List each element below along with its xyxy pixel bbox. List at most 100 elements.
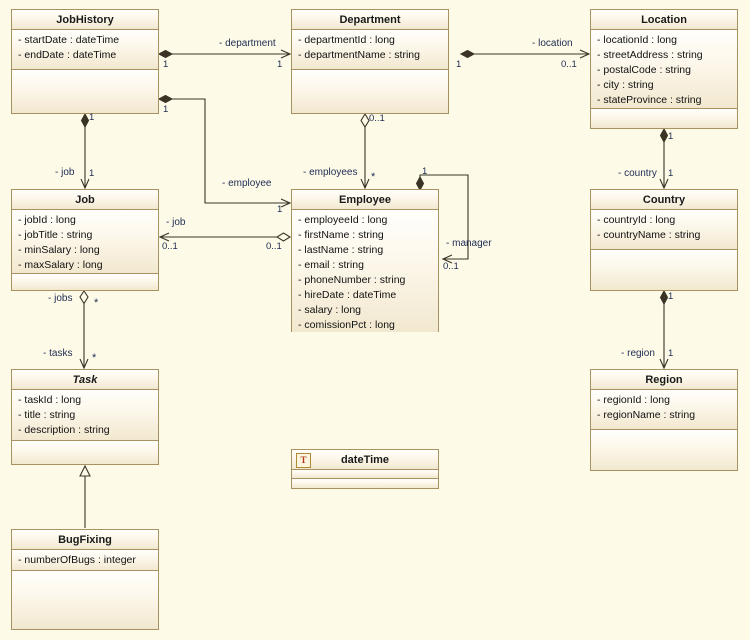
attribute: - regionName : string	[597, 409, 696, 421]
attribute: - city : string	[597, 79, 654, 91]
attribute: - employeeId : long	[298, 214, 388, 226]
multiplicity: 0..1	[443, 261, 459, 272]
attribute: - streetAddress : string	[597, 49, 703, 61]
multiplicity: 1	[89, 112, 95, 123]
class-title-region: Region	[591, 370, 737, 390]
attribute: - countryId : long	[597, 214, 676, 226]
attribute: - phoneNumber : string	[298, 274, 406, 286]
aggregation-diamond-job-task	[79, 290, 89, 305]
multiplicity: 1	[163, 104, 169, 115]
class-box-datetime[interactable]: T dateTime	[291, 449, 439, 489]
association-label-location: - location	[532, 38, 573, 49]
multiplicity: 1	[668, 291, 674, 302]
attribute: - locationId : long	[597, 34, 677, 46]
class-box-department[interactable]: Department - departmentId : long - depar…	[291, 9, 449, 114]
class-title-task: Task	[12, 370, 158, 390]
class-operations-jobhistory	[12, 70, 158, 113]
attribute: - comissionPct : long	[298, 319, 395, 331]
class-attributes-region: - regionId : long - regionName : string	[591, 390, 737, 430]
attribute: - regionId : long	[597, 394, 670, 406]
association-label-manager: - manager	[446, 238, 492, 249]
class-title-employee: Employee	[292, 190, 438, 210]
composition-diamond-location-country	[659, 127, 669, 144]
attribute: - description : string	[18, 424, 110, 436]
class-attributes-department: - departmentId : long - departmentName :…	[292, 30, 448, 70]
class-operations-country	[591, 250, 737, 290]
multiplicity: 0..1	[561, 59, 577, 70]
class-attributes-datetime	[292, 470, 438, 479]
multiplicity: 1	[163, 59, 169, 70]
attribute: - minSalary : long	[18, 244, 100, 256]
association-label-job-jobhistory: - job	[55, 167, 75, 178]
attribute: - maxSalary : long	[18, 259, 103, 271]
attribute: - departmentName : string	[298, 49, 420, 61]
class-title-department: Department	[292, 10, 448, 30]
association-label-employees: - employees	[303, 167, 358, 178]
class-attributes-bugfixing: - numberOfBugs : integer	[12, 550, 158, 571]
class-box-job[interactable]: Job - jobId : long - jobTitle : string -…	[11, 189, 159, 291]
attribute: - lastName : string	[298, 244, 384, 256]
attribute: - countryName : string	[597, 229, 701, 241]
class-title-job: Job	[12, 190, 158, 210]
multiplicity: 1	[456, 59, 462, 70]
association-label-department: - department	[219, 38, 276, 49]
multiplicity: 1	[89, 168, 95, 179]
association-label-country: - country	[618, 168, 657, 179]
class-operations-task	[12, 441, 158, 464]
association-label-region: - region	[621, 348, 655, 359]
class-title-jobhistory: JobHistory	[12, 10, 158, 30]
attribute: - startDate : dateTime	[18, 34, 120, 46]
composition-diamond-department-location	[459, 49, 476, 59]
class-attributes-jobhistory: - startDate : dateTime - endDate : dateT…	[12, 30, 158, 70]
attribute: - email : string	[298, 259, 364, 271]
class-box-country[interactable]: Country - countryId : long - countryName…	[590, 189, 738, 291]
multiplicity: 1	[668, 131, 674, 142]
multiplicity: *	[94, 297, 99, 309]
class-operations-region	[591, 430, 737, 470]
multiplicity: 0..1	[266, 241, 282, 252]
attribute: - departmentId : long	[298, 34, 395, 46]
class-attributes-job: - jobId : long - jobTitle : string - min…	[12, 210, 158, 274]
aggregation-diamond-department-employee	[360, 112, 370, 129]
association-label-job-employee: - job	[166, 217, 186, 228]
association-label-tasks: - tasks	[43, 348, 73, 359]
class-title-country: Country	[591, 190, 737, 210]
multiplicity: 0..1	[369, 113, 385, 124]
class-title-location: Location	[591, 10, 737, 30]
attribute: - taskId : long	[18, 394, 82, 406]
aggregation-diamond-employee-job	[275, 232, 292, 242]
class-title-datetime: T dateTime	[292, 450, 438, 470]
attribute: - title : string	[18, 409, 76, 421]
attribute: - endDate : dateTime	[18, 49, 117, 61]
class-attributes-employee: - employeeId : long - firstName : string…	[292, 210, 438, 332]
attribute: - hireDate : dateTime	[298, 289, 397, 301]
class-title-datetime-label: dateTime	[340, 454, 390, 466]
class-box-task[interactable]: Task - taskId : long - title : string - …	[11, 369, 159, 465]
attribute: - jobTitle : string	[18, 229, 93, 241]
class-operations-department	[292, 70, 448, 113]
multiplicity: *	[371, 171, 376, 183]
multiplicity: 1	[277, 204, 283, 215]
multiplicity: *	[92, 352, 97, 364]
attribute: - postalCode : string	[597, 64, 691, 76]
composition-diamond-jobhistory-employee	[157, 94, 174, 104]
class-operations-location	[591, 109, 737, 128]
class-box-region[interactable]: Region - regionId : long - regionName : …	[590, 369, 738, 471]
class-operations-job	[12, 274, 158, 290]
class-attributes-country: - countryId : long - countryName : strin…	[591, 210, 737, 250]
class-box-location[interactable]: Location - locationId : long - streetAdd…	[590, 9, 738, 129]
attribute: - numberOfBugs : integer	[18, 554, 136, 566]
class-box-bugfixing[interactable]: BugFixing - numberOfBugs : integer	[11, 529, 159, 630]
class-operations-bugfixing	[12, 571, 158, 629]
class-box-jobhistory[interactable]: JobHistory - startDate : dateTime - endD…	[11, 9, 159, 114]
class-title-bugfixing: BugFixing	[12, 530, 158, 550]
attribute: - jobId : long	[18, 214, 76, 226]
multiplicity: 1	[422, 166, 428, 177]
association-label-employee: - employee	[222, 178, 272, 189]
multiplicity: 1	[668, 348, 674, 359]
multiplicity: 0..1	[162, 241, 178, 252]
class-box-employee[interactable]: Employee - employeeId : long - firstName…	[291, 189, 439, 332]
composition-diamond-jobhistory-job	[80, 112, 90, 129]
multiplicity: 1	[668, 168, 674, 179]
